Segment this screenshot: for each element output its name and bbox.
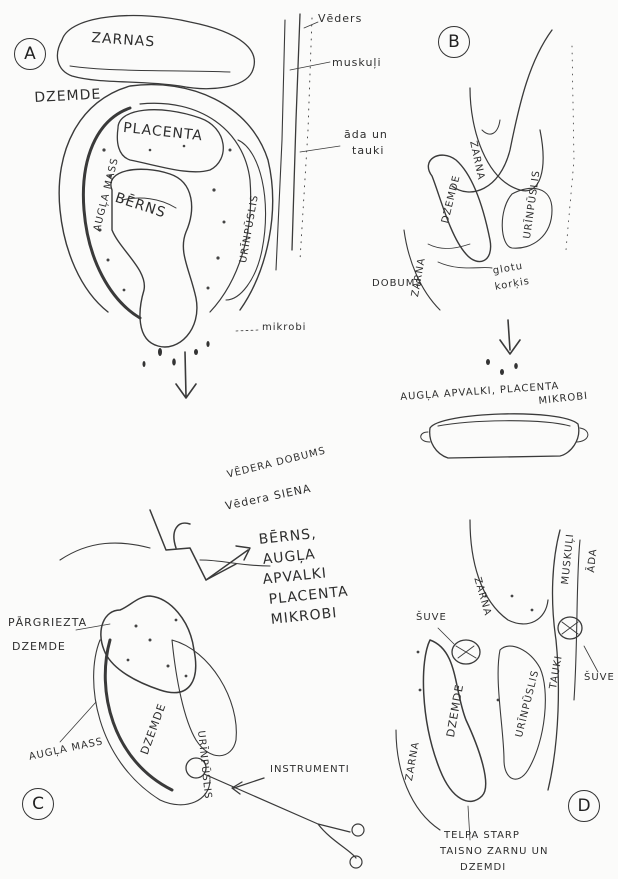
b-cavity-pointer bbox=[428, 244, 470, 249]
vederis-pointer bbox=[304, 22, 318, 28]
label-instrumenti: INSTRUMENTI bbox=[270, 764, 350, 775]
b-falling-marks bbox=[486, 359, 518, 375]
label-caption-3: DZEMDI bbox=[460, 862, 506, 873]
label-vederis: Vēders bbox=[318, 12, 362, 25]
c-mass-pointer bbox=[60, 702, 96, 742]
label-caption-2: TAISNO ZARNU UN bbox=[440, 846, 548, 857]
b-wall-dots bbox=[566, 46, 574, 250]
label-tauki-a: tauki bbox=[352, 144, 384, 157]
abdominal-wall-line bbox=[292, 14, 300, 250]
label-dobums-b: DOBUMS bbox=[372, 278, 423, 289]
label-suve-left: ŠUVE bbox=[416, 612, 447, 623]
label-mikrobi-a: mikrobi bbox=[262, 322, 306, 333]
intestine-fold bbox=[70, 66, 230, 72]
d-dots bbox=[417, 595, 534, 702]
c-forceps bbox=[204, 774, 356, 858]
label-dzemde-c-cut: DZEMDE bbox=[12, 640, 66, 653]
c-outflow-arrow bbox=[206, 546, 250, 580]
c-incision-splash bbox=[150, 510, 236, 580]
label-muskuli-a: muskuļi bbox=[332, 56, 382, 69]
d-suve-right-pointer bbox=[584, 646, 598, 672]
panel-a-arrow bbox=[176, 352, 196, 398]
panel-b-letter: B bbox=[438, 26, 470, 58]
label-ada-un: āda un bbox=[344, 128, 388, 141]
panel-c-letter: C bbox=[22, 788, 54, 820]
d-suture-stitches bbox=[456, 622, 578, 658]
c-amniotic-dots bbox=[127, 619, 188, 678]
panel-a-letter: A bbox=[14, 38, 46, 70]
intestine-shape bbox=[57, 16, 254, 89]
muscle-wall-line bbox=[276, 20, 285, 270]
ada-pointer bbox=[300, 146, 340, 152]
b-intestine-fold bbox=[482, 120, 500, 134]
label-pargriezta: PĀRGRIEZTA bbox=[8, 616, 87, 629]
c-cut-uterus bbox=[101, 596, 196, 693]
d-suve-left-pointer bbox=[438, 628, 454, 644]
microbe-pointer bbox=[236, 330, 258, 331]
panel-c-drawing bbox=[60, 510, 364, 868]
label-suve-right: ŠUVE bbox=[584, 672, 615, 683]
b-abdomen-curve bbox=[452, 30, 552, 192]
label-caption-1: TELPA STARP bbox=[444, 830, 520, 841]
muskuli-pointer bbox=[290, 62, 330, 70]
uterus-outer-wall bbox=[59, 85, 272, 312]
c-instrument-arrow bbox=[232, 778, 264, 794]
bowl-contents bbox=[438, 421, 570, 426]
panel-d-letter: D bbox=[568, 790, 600, 822]
c-forceps-ring-1 bbox=[352, 824, 364, 836]
fat-layer-dots bbox=[300, 18, 312, 260]
panel-b-arrow bbox=[500, 320, 520, 354]
bowl-handles bbox=[421, 428, 588, 442]
b-plug-line bbox=[438, 262, 492, 268]
c-cavity-line bbox=[60, 543, 150, 560]
